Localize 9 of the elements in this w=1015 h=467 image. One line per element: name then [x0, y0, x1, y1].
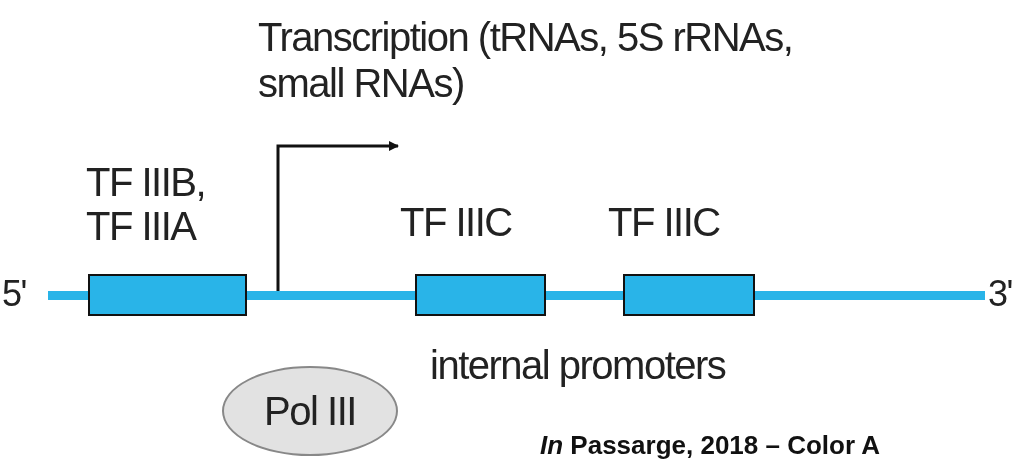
polymerase-ellipse: Pol III: [222, 366, 398, 456]
five-prime-label: 5': [2, 272, 26, 316]
factor-label: TF IIIC: [608, 200, 721, 244]
factor-label: TF IIIC: [400, 200, 513, 244]
promoter-note: internal promoters: [430, 343, 726, 387]
transcription-label: Transcription (tRNAs, 5S rRNAs, small RNAs): [258, 14, 794, 106]
source-caption: In Passarge, 2018 – Color A: [540, 430, 881, 461]
factor-label: TF IIIB, TF IIIA: [86, 160, 207, 248]
three-prime-label: 3': [988, 272, 1012, 316]
